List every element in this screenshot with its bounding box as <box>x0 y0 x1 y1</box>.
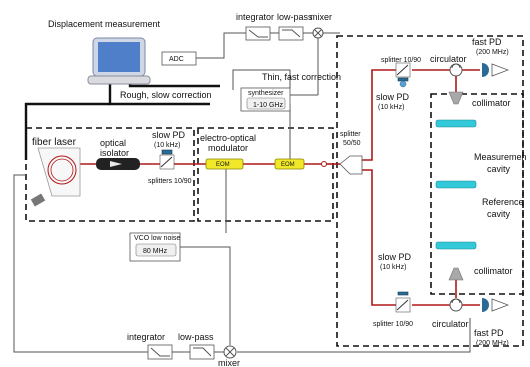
eom-1-box <box>205 158 244 170</box>
lowpass-bot-label: low-pass <box>178 332 214 342</box>
integrator-top-label: integrator <box>236 12 274 22</box>
adc-label: ADC <box>169 56 184 63</box>
cavity-mirror-1 <box>435 119 477 128</box>
meas-cav-label-2: cavity <box>487 164 511 174</box>
modulator-section-frame <box>197 127 334 222</box>
collimator-bot-label: collimator <box>474 266 513 276</box>
lowpass-top-symbol <box>282 29 301 38</box>
slow-pd-left-bw: (10 kHz) <box>154 142 180 149</box>
slow-pd-top-icon <box>397 77 409 88</box>
splitter-5050-label-1: splitter <box>340 131 361 138</box>
wire-fast-correction <box>232 69 291 90</box>
synthesizer-display <box>246 97 286 110</box>
fiber-connector <box>321 161 327 167</box>
cavity-mirror-2 <box>435 180 477 189</box>
displacement-title: Displacement measurement <box>48 19 161 29</box>
slow-pd-bot-icon <box>397 291 409 296</box>
integrator-top-box <box>245 26 271 41</box>
mixer-top-icon <box>312 27 324 39</box>
rough-slow-label: Rough, slow correction <box>120 90 212 100</box>
slow-pd-bot-label: slow PD <box>378 252 412 262</box>
eom-2-box <box>274 158 305 170</box>
mixer-bot-icon <box>223 345 237 359</box>
circulator-bot-icon <box>449 298 463 312</box>
wire-bot-integrator-laser <box>13 174 148 353</box>
fiber-laser-icon <box>30 147 81 207</box>
splitters-left-label: splitters 10/90 <box>148 178 192 185</box>
splitter-5050-label-2: 50/50 <box>343 140 361 147</box>
wire-top-integrator-adc <box>196 32 246 59</box>
optical-isolator-icon <box>96 158 140 170</box>
integrator-bot-symbol <box>150 347 170 357</box>
cavity-frame <box>430 93 524 295</box>
slow-pd-top-bw: (10 kHz) <box>378 104 404 111</box>
slow-pd-top-label: slow PD <box>376 92 410 102</box>
fast-pd-bot-label: fast PD <box>474 328 504 338</box>
isolator-label: isolator <box>100 148 129 158</box>
fiber-laser-label: fiber laser <box>32 137 77 148</box>
wire-vco-mixer-bot <box>180 246 231 345</box>
fast-pd-bot-icon <box>482 298 510 312</box>
cavity-mirror-3 <box>435 241 477 250</box>
collimator-bot-icon <box>448 267 464 281</box>
collimator-top-label: collimator <box>472 98 511 108</box>
splitter-bot-label: splitter 10/90 <box>373 321 413 328</box>
mixer-bot-label: mixer <box>218 358 240 367</box>
splitter-top-label: splitter 10/90 <box>381 57 421 64</box>
collimator-top-icon <box>448 91 464 105</box>
fast-pd-top-bw: (200 MHz) <box>476 49 509 56</box>
fast-pd-top-label: fast PD <box>472 37 502 47</box>
cable-rough-slow-to-laser <box>24 102 110 160</box>
integrator-bot-box <box>147 344 173 360</box>
vco-freq: 80 MHz <box>143 248 168 255</box>
integrator-bot-label: integrator <box>127 332 165 342</box>
eom-1-label: EOM <box>216 162 230 168</box>
detection-section-frame <box>336 35 524 347</box>
vco-title: VCO low noise <box>134 235 180 242</box>
ref-cav-label-2: cavity <box>487 209 511 219</box>
splitter-bot-icon <box>395 297 411 313</box>
eom-2-label: EOM <box>281 162 295 168</box>
lowpass-bot-box <box>189 344 215 360</box>
vco-display <box>135 243 177 257</box>
meas-cav-label-1: Measuremen <box>474 152 527 162</box>
fiber-lower-arm <box>362 169 402 306</box>
slow-pd-left-label: slow PD <box>152 130 186 140</box>
lowpass-bot-symbol <box>193 347 212 357</box>
fast-pd-top-icon <box>482 63 510 77</box>
splitter-top-icon <box>395 62 411 78</box>
fiber-upper-arm <box>362 69 402 161</box>
thin-fast-label: Thin, fast correction <box>262 72 341 82</box>
splitter-left-icon <box>159 154 175 170</box>
synth-title: synthesizer <box>248 90 284 97</box>
integrator-top-symbol <box>248 29 268 38</box>
optical-label: optical <box>100 138 126 148</box>
fast-pd-bot-bw: (200 MHz) <box>476 340 509 347</box>
lowpass-top-box <box>278 26 304 41</box>
lowpass-top-label: low-pass <box>277 12 313 22</box>
adc-box <box>161 51 197 66</box>
circulator-top-icon <box>449 63 463 77</box>
ref-cav-label-1: Reference <box>482 197 524 207</box>
synth-range: 1-10 GHz <box>253 102 283 109</box>
mixer-top-label: mixer <box>310 12 332 22</box>
circulator-bot-label: circulator <box>432 319 469 329</box>
slow-pd-bot-bw: (10 kHz) <box>380 264 406 271</box>
splitter-5050-icon <box>339 155 363 175</box>
eo-mod-label-2: modulator <box>208 143 248 153</box>
eo-mod-label-1: electro-optical <box>200 133 256 143</box>
wire-bot-fastpd <box>340 318 471 353</box>
slow-pd-left-icon <box>161 149 173 155</box>
laptop-icon <box>87 37 151 85</box>
circulator-top-label: circulator <box>430 54 467 64</box>
